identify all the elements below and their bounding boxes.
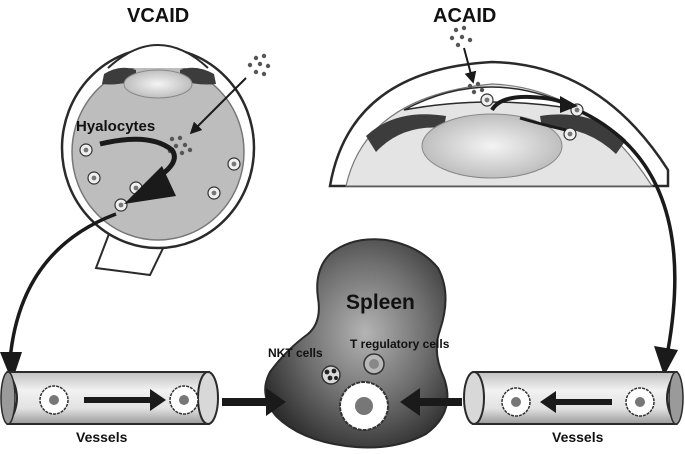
hyalocyte-cell xyxy=(114,198,128,212)
hyalocyte-cell xyxy=(207,186,221,200)
vcaid-to-vessel-arrowhead xyxy=(0,352,22,382)
acaid-to-vessel-arrow xyxy=(581,110,677,351)
vessel-cell xyxy=(169,385,199,415)
acaid-eye xyxy=(328,25,670,188)
vessel-to-spleen-arrow-left xyxy=(222,388,286,416)
antigen-dots-acaid-inner xyxy=(467,81,485,95)
hyalocyte-migration-arrowhead xyxy=(124,166,176,204)
nkt-cells-label: NKT cells xyxy=(268,346,323,360)
nkt-cell xyxy=(321,365,341,385)
acaid-lens xyxy=(421,113,563,179)
vcaid-eye: Hyalocytes xyxy=(60,44,271,277)
vessel-flow-arrow-left xyxy=(84,389,166,411)
vessel-cell xyxy=(39,385,69,415)
spleen-shape xyxy=(264,238,449,449)
hyalocyte-cell xyxy=(79,143,93,157)
antigen-dots-vcaid-outer xyxy=(247,53,271,77)
vessels-label-left: Vessels xyxy=(76,429,128,445)
acaid-chamber-arrow xyxy=(490,94,568,112)
acaid-chamber-arrowhead xyxy=(560,96,578,113)
hyalocyte-migration-arrow xyxy=(99,136,177,185)
vessels-label-right: Vessels xyxy=(552,429,604,445)
spleen-label: Spleen xyxy=(346,291,415,314)
vessel-flow-arrow-right xyxy=(540,391,612,413)
vcaid-cornea xyxy=(107,44,209,69)
vessel-cell xyxy=(501,387,531,417)
antigen-injection-arrow-acaid xyxy=(463,47,477,84)
hyalocytes-label: Hyalocytes xyxy=(76,118,155,135)
antigen-dots-vcaid-inner xyxy=(167,135,193,156)
acaid-iris-right xyxy=(540,114,626,154)
acaid-title: ACAID xyxy=(433,5,496,27)
vcaid-title: VCAID xyxy=(127,5,189,27)
spleen xyxy=(264,238,449,449)
t-regulatory-cell xyxy=(363,353,385,375)
antigen-injection-arrow-vcaid xyxy=(189,77,247,135)
vessel-left xyxy=(0,371,219,425)
acaid-iris-left xyxy=(366,114,446,152)
spleen-cell-nucleus xyxy=(355,397,373,415)
t-regulatory-cells-label: T regulatory cells xyxy=(350,337,450,351)
vessel-cell xyxy=(625,387,655,417)
acaid-chamber-return-arrow xyxy=(519,116,567,132)
acaid-to-vessel-arrowhead xyxy=(654,346,678,376)
hyalocyte-cell xyxy=(87,171,101,185)
hyalocyte-cell xyxy=(227,157,241,171)
vessel-to-spleen-arrow-right xyxy=(400,388,462,416)
vcaid-lens xyxy=(123,69,193,99)
vessel-right xyxy=(463,371,684,425)
vcaid-to-vessel-arrow xyxy=(8,212,117,361)
antigen-dots-acaid-outer xyxy=(449,25,473,48)
apc-cell xyxy=(480,93,494,107)
